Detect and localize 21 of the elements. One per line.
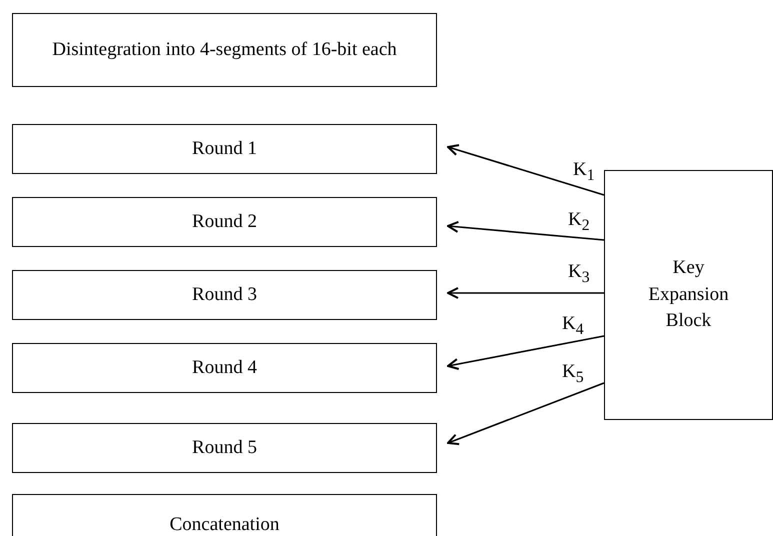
arrow [447, 382, 604, 446]
process-box [12, 270, 437, 320]
process-box [12, 13, 437, 87]
node-text: Key Expansion Block [647, 256, 730, 334]
node-text: Disintegration into 4-segments of 16-bit each [52, 38, 397, 62]
process-box [12, 124, 437, 174]
node-text: Concatenation [170, 513, 280, 536]
node-text: Round 1 [192, 136, 257, 161]
process-box [12, 494, 437, 536]
node-text: Round 4 [192, 356, 257, 380]
arrow [447, 220, 604, 241]
node-text: Round 5 [192, 436, 257, 460]
arrow [447, 287, 604, 299]
arrow [447, 335, 604, 370]
arrow [447, 144, 604, 196]
process-box [12, 423, 437, 473]
process-box [12, 343, 437, 393]
process-box [12, 197, 437, 247]
node-text: Round 2 [192, 210, 257, 234]
node-text: Round 3 [192, 282, 257, 307]
key-block [604, 170, 773, 420]
